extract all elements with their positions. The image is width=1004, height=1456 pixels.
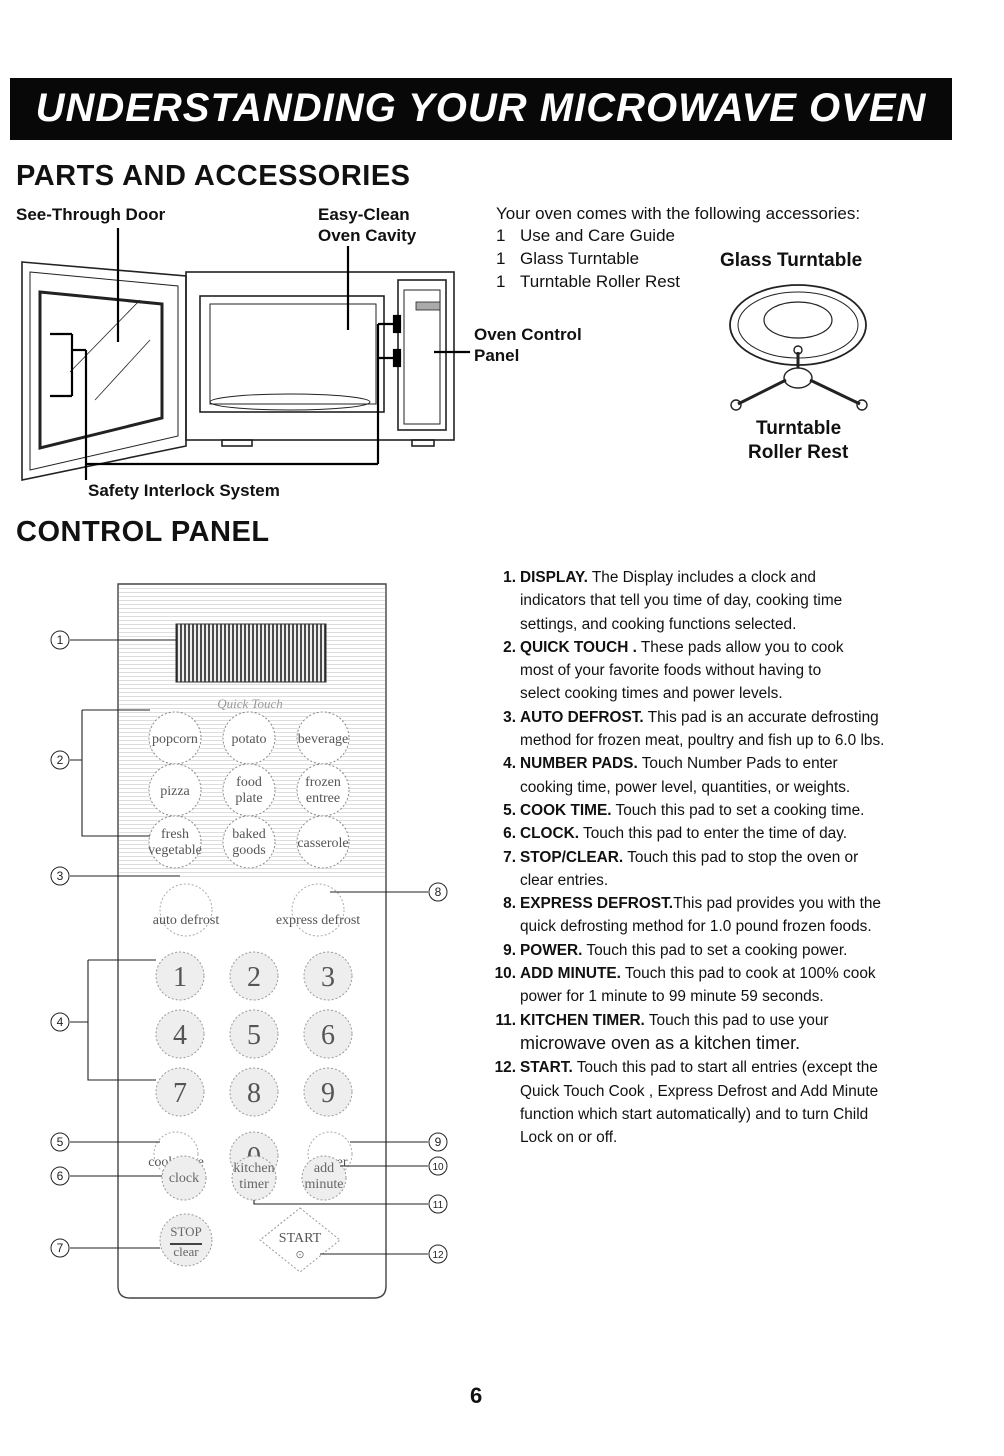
label-turntable: Turntable [756, 418, 842, 439]
pad-express-defrost: express defrost [276, 913, 360, 928]
page-title: UNDERSTANDING YOUR MICROWAVE OVEN [35, 86, 927, 130]
pad-stop: STOP [170, 1224, 202, 1239]
number-pad-6: 6 [321, 1020, 335, 1051]
pad-popcorn: popcorn [152, 732, 198, 747]
callout-3: 3 [57, 869, 64, 883]
label-roller-rest: Roller Rest [748, 442, 849, 463]
callout-7: 7 [57, 1241, 64, 1255]
number-pad-4: 4 [173, 1020, 187, 1051]
pad-auto-defrost: auto defrost [153, 913, 220, 928]
list-item: 4.NUMBER PADS. Touch Number Pads to ente… [503, 755, 851, 796]
label-oven-cavity: Oven Cavity [318, 226, 417, 245]
pad-plate: plate [235, 791, 262, 806]
title-banner: UNDERSTANDING YOUR MICROWAVE OVEN [10, 78, 952, 140]
microwave-illustration [21, 228, 470, 481]
callout-6: 6 [57, 1169, 64, 1183]
callout-2: 2 [57, 753, 64, 767]
callout-11: 11 [433, 1200, 444, 1211]
callout-8: 8 [435, 885, 442, 899]
quick-touch-label: Quick Touch [217, 696, 283, 711]
pad-baked: baked [232, 827, 265, 842]
label-oven-control: Oven Control [474, 325, 582, 344]
callout-10: 10 [432, 1162, 444, 1173]
list-item: 5.COOK TIME. Touch this pad to set a coo… [503, 801, 865, 819]
pad-casserole: casserole [297, 836, 348, 851]
pad-vegetable: vegetable [148, 843, 202, 858]
pad-add: add [314, 1161, 334, 1176]
pad-pizza: pizza [160, 784, 190, 799]
pad-timer: timer [239, 1177, 269, 1192]
pad-start: START [279, 1231, 322, 1246]
pad-beverage: beverage [298, 732, 349, 747]
pad-kitchen: kitchen [233, 1161, 274, 1176]
pad-clear: clear [173, 1244, 199, 1259]
callout-12: 12 [432, 1250, 444, 1261]
callout-1: 1 [57, 633, 64, 647]
list-item: 10.ADD MINUTE. Touch this pad to cook at… [494, 965, 876, 1006]
list-item: 11.KITCHEN TIMER. Touch this pad to use … [495, 1011, 829, 1053]
number-pad-1: 1 [173, 962, 187, 993]
label-easy-clean: Easy-Clean [318, 205, 410, 224]
list-item: 12.START. Touch this pad to start all en… [494, 1059, 879, 1147]
number-pad-8: 8 [247, 1078, 261, 1109]
turntable-illustration [729, 284, 868, 411]
list-item: 7.STOP/CLEAR. Touch this pad to stop the… [503, 848, 859, 889]
callout-5: 5 [57, 1135, 64, 1149]
label-safety-interlock: Safety Interlock System [88, 481, 280, 500]
list-item: 2.QUICK TOUCH . These pads allow you to … [503, 638, 844, 703]
parts-heading: PARTS AND ACCESSORIES [16, 160, 411, 192]
list-item: 6.CLOCK. Touch this pad to enter the tim… [503, 825, 848, 843]
page-number: 6 [470, 1383, 483, 1408]
control-descriptions: 1.DISPLAY. The Display includes a clock … [494, 566, 954, 1149]
pad-fresh: fresh [161, 827, 189, 842]
label-glass-turntable: Glass Turntable [720, 250, 863, 271]
list-item: 8.EXPRESS DEFROST.This pad provides you … [503, 895, 881, 936]
number-pad-2: 2 [247, 962, 261, 993]
label-panel: Panel [474, 346, 520, 365]
control-panel-heading: CONTROL PANEL [16, 516, 270, 548]
pad-goods: goods [232, 843, 265, 858]
number-pad-7: 7 [173, 1078, 187, 1109]
pad-start-icon: ⊙ [295, 1249, 304, 1261]
list-item: 1.DISPLAY. The Display includes a clock … [503, 569, 843, 633]
pad-clock: clock [169, 1171, 199, 1186]
callout-4: 4 [57, 1015, 64, 1029]
callout-9: 9 [435, 1135, 442, 1149]
pad-potato: potato [232, 732, 267, 747]
number-pad-3: 3 [321, 962, 335, 993]
list-item: 9.POWER. Touch this pad to set a cooking… [503, 941, 848, 959]
list-item: 3.AUTO DEFROST. This pad is an accurate … [503, 708, 885, 750]
pad-entree: entree [306, 791, 340, 806]
number-pad-5: 5 [247, 1020, 261, 1051]
label-see-through-door: See-Through Door [16, 205, 166, 224]
pad-food: food [236, 775, 262, 790]
control-panel-illustration: Quick Touch popcorn potato beverage pizz… [50, 583, 448, 1299]
accessories-intro: Your oven comes with the following acces… [496, 204, 861, 223]
pad-frozen: frozen [305, 775, 341, 790]
pad-minute: minute [305, 1177, 344, 1192]
number-pad-9: 9 [321, 1078, 335, 1109]
